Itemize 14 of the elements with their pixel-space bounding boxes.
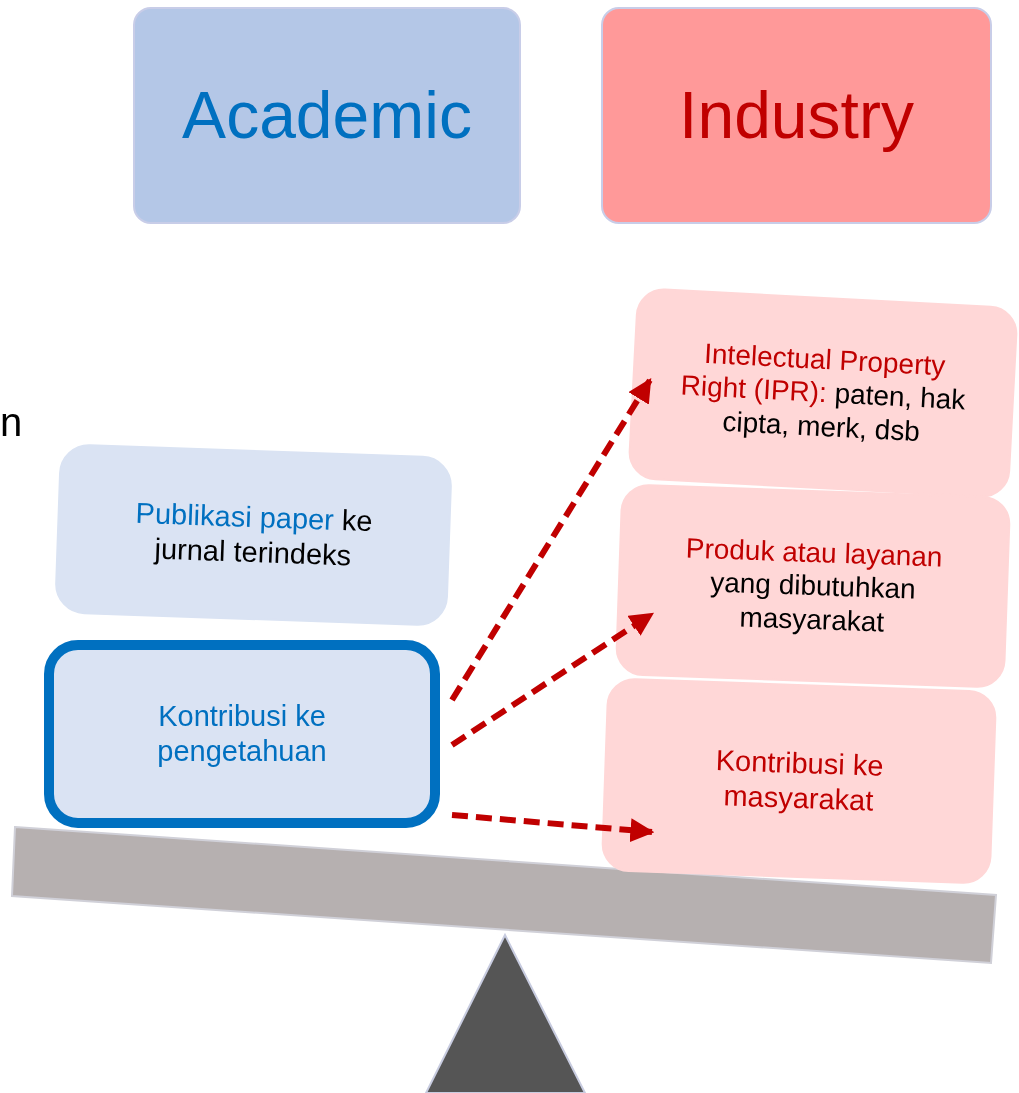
text-box bbox=[44, 640, 440, 828]
dashed-arrow bbox=[451, 812, 655, 843]
box-text: Intelectual Property Right (IPR): paten, hak cipta, merk, dsb bbox=[679, 336, 968, 449]
box-text: Kontribusi ke masyarakat bbox=[714, 743, 885, 819]
header-box bbox=[133, 7, 521, 224]
dashed-arrow bbox=[449, 377, 653, 702]
box-text: Produk atau layanan yang dibutuhkan masyarakat bbox=[684, 531, 945, 640]
box-text: Industry bbox=[679, 76, 914, 154]
box-text: Academic bbox=[182, 76, 472, 154]
dashed-arrow bbox=[450, 611, 654, 748]
box-text: Kontribusi ke pengetahuan bbox=[156, 699, 328, 769]
box-text: Publikasi paper ke jurnal terindeks bbox=[134, 496, 375, 574]
cropped-text: n bbox=[0, 400, 23, 445]
header-box bbox=[601, 7, 992, 224]
